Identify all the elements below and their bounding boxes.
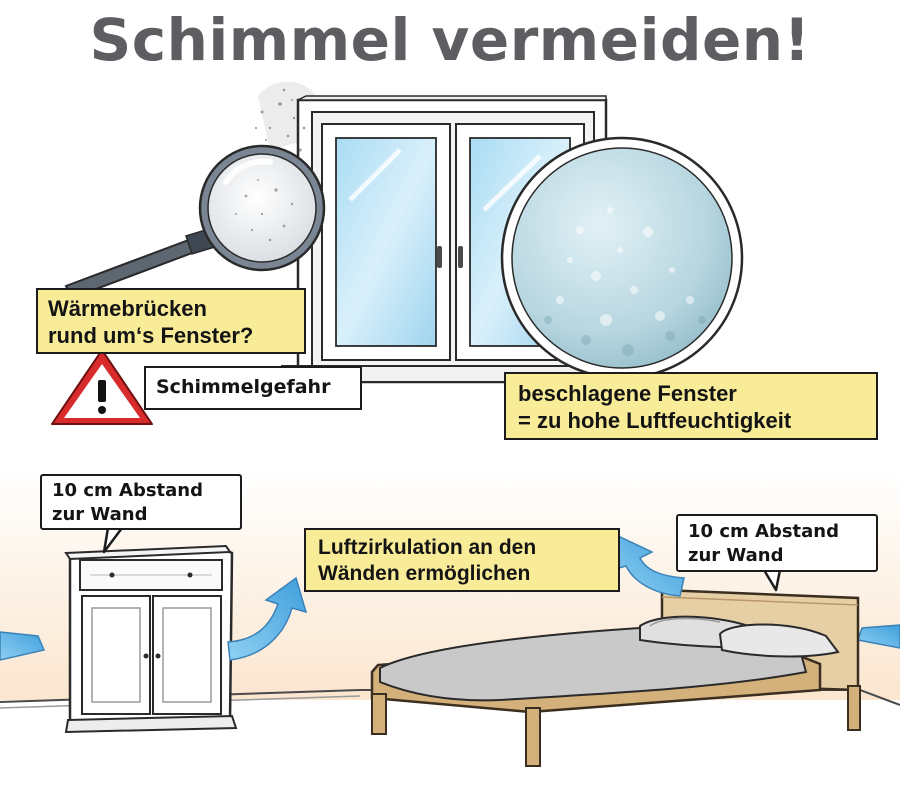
window-callout-line1: Wärmebrücken — [48, 296, 207, 321]
condensation-callout: beschlagene Fenster = zu hohe Luftfeucht… — [504, 372, 878, 440]
bed-bubble: 10 cm Abstand zur Wand — [676, 514, 878, 572]
window-callout-line2: rund um‘s Fenster? — [48, 323, 254, 348]
circulation-callout-line1: Luftzirkulation an den — [318, 536, 537, 559]
page-title: Schimmel vermeiden! — [89, 6, 811, 74]
warning-triangle-icon — [51, 349, 153, 425]
mold-spots — [254, 88, 306, 152]
condensation-callout-line2: = zu hohe Luftfeuchtigkeit — [518, 408, 792, 433]
warning-label: Schimmelgefahr — [144, 366, 362, 410]
window-callout: Wärmebrücken rund um‘s Fenster? — [36, 288, 306, 354]
wardrobe-bubble: 10 cm Abstand zur Wand — [40, 474, 242, 530]
condensation-callout-line1: beschlagene Fenster — [518, 381, 737, 406]
wardrobe-bubble-line1: 10 cm Abstand — [52, 480, 203, 501]
airflow-arrow-icon — [227, 576, 308, 661]
bed-bubble-tail — [762, 569, 782, 592]
wardrobe-bubble-line2: zur Wand — [52, 504, 148, 525]
wardrobe-bubble-tail — [102, 527, 123, 554]
circulation-callout: Luftzirkulation an den Wänden ermögliche… — [304, 528, 620, 592]
bed — [370, 588, 861, 767]
bed-bubble-line2: zur Wand — [688, 545, 784, 566]
condensation-zoom — [500, 136, 744, 380]
magnifier-icon — [64, 144, 326, 300]
wardrobe — [64, 544, 238, 734]
bed-bubble-line1: 10 cm Abstand — [688, 521, 839, 542]
airflow-arrow-icon — [0, 631, 46, 661]
circulation-callout-line2: Wänden ermöglichen — [318, 562, 531, 585]
